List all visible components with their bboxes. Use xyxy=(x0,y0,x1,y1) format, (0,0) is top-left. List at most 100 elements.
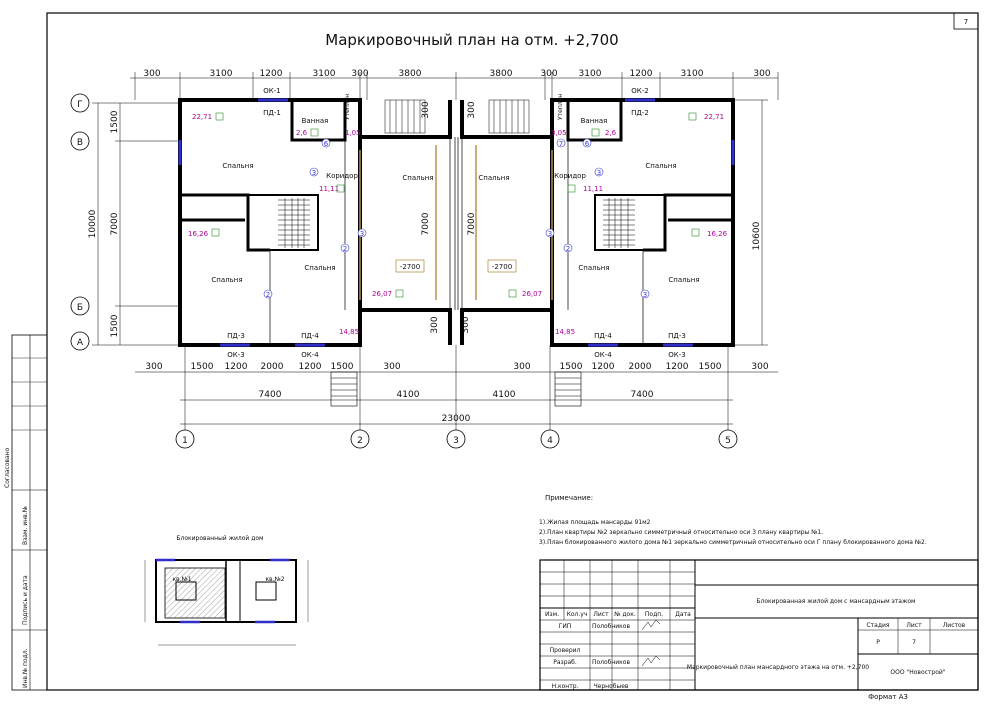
svg-text:Ванная: Ванная xyxy=(581,117,608,125)
svg-text:14,85: 14,85 xyxy=(555,328,575,336)
svg-text:ОК-1: ОК-1 xyxy=(263,87,280,95)
svg-text:Разраб.: Разраб. xyxy=(553,659,577,666)
svg-text:300: 300 xyxy=(145,362,162,372)
top-dimension-chain: 300 3100 1200 3100 300 3800 3800 300 310… xyxy=(130,69,779,100)
svg-text:300: 300 xyxy=(421,101,431,118)
svg-text:3100: 3100 xyxy=(313,69,336,79)
svg-text:Изм.: Изм. xyxy=(545,611,559,618)
svg-text:2000: 2000 xyxy=(261,362,284,372)
svg-text:14,85: 14,85 xyxy=(339,328,359,336)
svg-text:Спальня: Спальня xyxy=(478,174,509,182)
svg-text:11,11: 11,11 xyxy=(583,185,603,193)
svg-text:4100: 4100 xyxy=(397,390,420,400)
svg-text:3100: 3100 xyxy=(681,69,704,79)
room-areas: 22,71 2,6 11,11 16,26 26,07 14,85 3,05 1… xyxy=(188,112,728,336)
svg-text:300: 300 xyxy=(143,69,160,79)
svg-text:22,71: 22,71 xyxy=(192,113,212,121)
signature-mark xyxy=(641,619,661,631)
svg-text:Спальня: Спальня xyxy=(211,276,242,284)
svg-text:Спальня: Спальня xyxy=(668,276,699,284)
axis-letter: А xyxy=(77,338,84,348)
svg-text:2,6: 2,6 xyxy=(605,129,617,137)
svg-text:16,26: 16,26 xyxy=(188,230,209,238)
svg-text:7400: 7400 xyxy=(631,390,654,400)
svg-text:7000: 7000 xyxy=(421,212,431,235)
middle-dimensions: 7000 7000 300 300 300 300 xyxy=(421,101,477,333)
side-stamp: Согласовано Взам. инв.№ Подпись и дата И… xyxy=(4,334,48,691)
svg-text:3100: 3100 xyxy=(579,69,602,79)
room-number-labels: 3 2 2 6 3 3 2 3 6 3 7 xyxy=(266,140,647,299)
svg-text:300: 300 xyxy=(751,362,768,372)
svg-text:Инв.№ подл.: Инв.№ подл. xyxy=(22,648,29,688)
svg-text:3: 3 xyxy=(453,436,459,446)
svg-text:7000: 7000 xyxy=(467,212,477,235)
notes-block: Примечание: 1).Жилая площадь мансарды 91… xyxy=(539,494,927,546)
svg-text:300: 300 xyxy=(430,316,440,333)
svg-text:Подпись и дата: Подпись и дата xyxy=(22,575,29,625)
window-door-marks: ОК-1 ПД-1 ОК-2 ПД-2 ПД-3 ПД-4 ОК-3 ОК-4 … xyxy=(227,87,686,359)
svg-text:ПД-2: ПД-2 xyxy=(631,109,649,117)
svg-text:Коридор: Коридор xyxy=(326,172,358,180)
svg-text:4: 4 xyxy=(547,436,553,446)
svg-text:ОК-4: ОК-4 xyxy=(301,351,319,359)
svg-text:300: 300 xyxy=(513,362,530,372)
svg-text:300: 300 xyxy=(467,101,477,118)
room-labels: Спальня Ванная Коридор Спальня Спальня С… xyxy=(211,94,699,284)
svg-text:ГИП: ГИП xyxy=(559,623,572,630)
svg-text:Спальня: Спальня xyxy=(402,174,433,182)
svg-text:Кол.уч: Кол.уч xyxy=(567,611,588,618)
svg-text:ОК-3: ОК-3 xyxy=(668,351,685,359)
svg-text:26,07: 26,07 xyxy=(372,290,392,298)
svg-text:Спальня: Спальня xyxy=(222,162,253,170)
svg-text:2: 2 xyxy=(343,245,347,253)
drawing-title: Маркировочный план на отм. +2,700 xyxy=(325,31,618,49)
floor-plan xyxy=(178,98,735,407)
axis-letter: Б xyxy=(77,303,83,313)
svg-text:ООО "Новострой": ООО "Новострой" xyxy=(890,669,945,676)
svg-text:Блокированная жилой дом с манс: Блокированная жилой дом с мансардным эта… xyxy=(756,598,915,605)
svg-text:3: 3 xyxy=(643,291,647,299)
svg-text:ПД-4: ПД-4 xyxy=(301,332,319,340)
svg-text:3: 3 xyxy=(312,169,316,177)
svg-text:2,6: 2,6 xyxy=(296,129,308,137)
svg-text:2000: 2000 xyxy=(629,362,652,372)
svg-text:ПД-3: ПД-3 xyxy=(227,332,245,340)
svg-text:Лист: Лист xyxy=(593,611,609,618)
svg-text:Утеплен: Утеплен xyxy=(344,94,351,120)
title-block: Изм. Кол.уч Лист № док. Подп. Дата ГИП П… xyxy=(539,559,979,701)
svg-text:3800: 3800 xyxy=(399,69,422,79)
svg-text:7: 7 xyxy=(559,140,563,148)
svg-text:6: 6 xyxy=(324,140,329,148)
svg-text:3: 3 xyxy=(597,169,601,177)
svg-text:7000: 7000 xyxy=(110,212,120,235)
svg-text:Н.контр.: Н.контр. xyxy=(552,683,579,690)
svg-text:1: 1 xyxy=(182,436,188,446)
svg-text:Проверил: Проверил xyxy=(550,647,581,654)
svg-text:1,05: 1,05 xyxy=(345,129,361,137)
svg-text:1200: 1200 xyxy=(666,362,689,372)
svg-text:Полобников: Полобников xyxy=(592,623,631,630)
svg-text:11,11: 11,11 xyxy=(319,185,339,193)
sheet-number-box xyxy=(953,12,979,30)
svg-text:1200: 1200 xyxy=(299,362,322,372)
svg-text:Коридор: Коридор xyxy=(554,172,586,180)
signature-mark xyxy=(641,655,661,667)
axis-letter: Г xyxy=(77,100,83,110)
svg-text:Спальня: Спальня xyxy=(304,264,335,272)
svg-text:Полобников: Полобников xyxy=(592,659,631,666)
svg-text:Согласовано: Согласовано xyxy=(4,447,11,488)
svg-text:1200: 1200 xyxy=(260,69,283,79)
svg-text:Лист: Лист xyxy=(906,622,922,629)
svg-text:300: 300 xyxy=(383,362,400,372)
svg-text:Ванная: Ванная xyxy=(302,117,329,125)
svg-text:300: 300 xyxy=(540,69,557,79)
room-number-circles xyxy=(263,138,650,299)
svg-text:ОК-2: ОК-2 xyxy=(631,87,648,95)
svg-text:7: 7 xyxy=(912,639,916,646)
svg-text:3100: 3100 xyxy=(210,69,233,79)
svg-text:Р: Р xyxy=(876,639,880,646)
svg-text:Дата: Дата xyxy=(675,611,691,618)
elevation-marks: -2700 -2700 xyxy=(395,259,517,273)
svg-text:Чернобыев: Чернобыев xyxy=(594,683,629,690)
